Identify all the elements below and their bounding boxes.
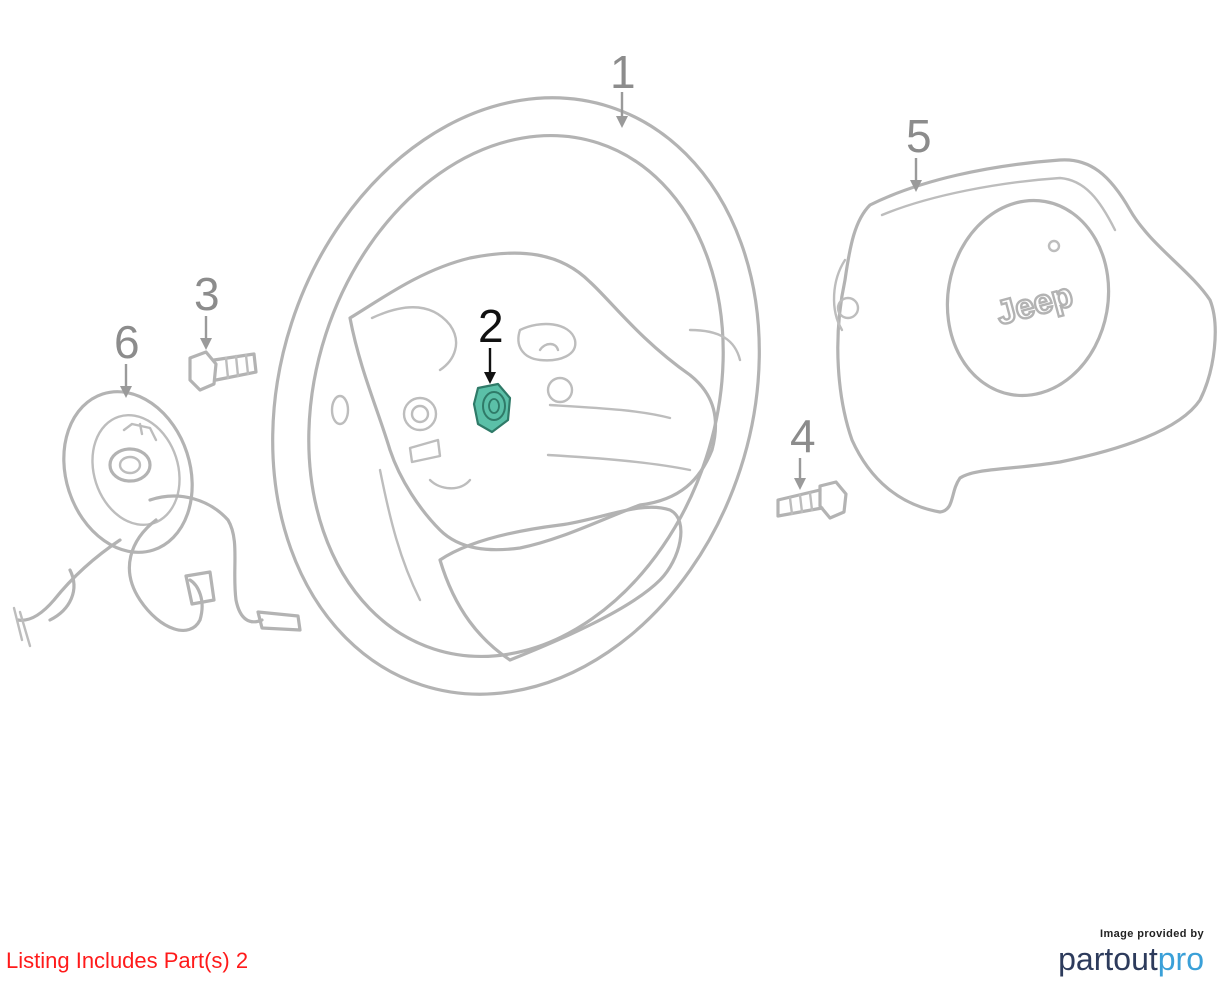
svg-text:1: 1 [610,46,636,98]
airbag-logo: Jeep [992,276,1077,333]
svg-text:2: 2 [478,300,504,352]
svg-text:6: 6 [114,316,140,368]
airbag-module[interactable]: Jeep [832,158,1217,514]
svg-text:5: 5 [906,110,932,162]
callout-4: 4 [790,410,816,490]
callout-3: 3 [194,268,220,350]
svg-text:3: 3 [194,268,220,320]
brand-name-part2: pro [1157,941,1204,977]
callout-1: 1 [610,46,636,128]
brand-name-part1: partout [1058,941,1158,977]
callout-2: 2 [478,300,504,384]
brand-logo: Image provided by partoutpro [1044,928,1204,978]
steering-wheel[interactable] [198,34,835,758]
brand-name: partoutpro [1044,940,1204,978]
bolt-part-3[interactable] [188,350,258,392]
callout-6: 6 [114,316,140,398]
clockspring[interactable] [12,375,302,648]
steering-wheel-nut[interactable] [472,382,512,434]
brand-credit: Image provided by [1100,928,1204,940]
bolt-part-4[interactable] [776,480,848,520]
svg-text:4: 4 [790,410,816,462]
callout-5: 5 [906,110,932,192]
listing-includes-text: Listing Includes Part(s) 2 [6,948,249,973]
